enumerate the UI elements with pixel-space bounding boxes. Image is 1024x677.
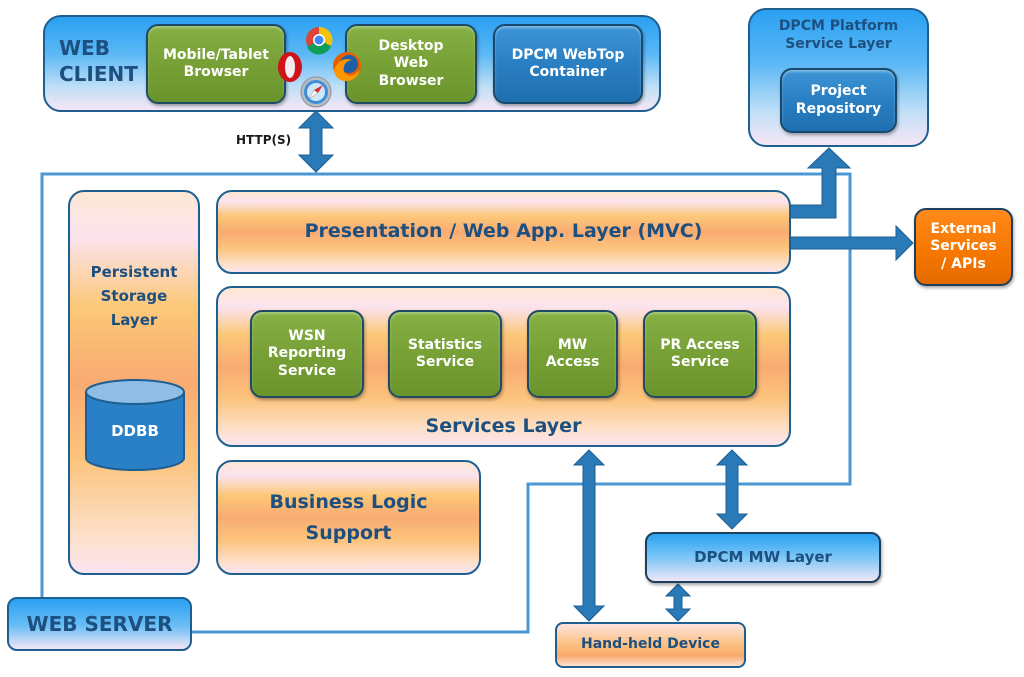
service-wsn-reporting[interactable]: WSN Reporting Service (250, 310, 364, 398)
webtop-container-box[interactable]: DPCM WebTop Container (493, 24, 643, 104)
services-mw-arrow (715, 449, 749, 530)
database-label: DDBB (111, 422, 159, 440)
http-arrow (297, 110, 335, 173)
desktop-browser-box[interactable]: Desktop Web Browser (345, 24, 477, 104)
external-services-box[interactable]: External Services / APIs (914, 208, 1013, 286)
browser-icons (278, 26, 361, 108)
persistent-storage-title: Persistent Storage Layer (90, 263, 178, 329)
database-icon (85, 379, 185, 471)
web-client-title: WEB CLIENT (59, 36, 138, 86)
project-repository-box[interactable]: Project Repository (780, 68, 897, 133)
mw-layer-box[interactable]: DPCM MW Layer (645, 532, 881, 583)
mobile-browser-box[interactable]: Mobile/Tablet Browser (146, 24, 286, 104)
presentation-layer[interactable]: Presentation / Web App. Layer (MVC) (216, 190, 791, 274)
web-server-boundary (40, 172, 852, 634)
arrow-to-project-repository (789, 147, 852, 219)
opera-icon (278, 52, 302, 82)
service-mw-access[interactable]: MW Access (527, 310, 618, 398)
firefox-icon (333, 52, 361, 82)
http-label: HTTP(S) (236, 133, 292, 147)
platform-title: DPCM Platform Service Layer (778, 18, 899, 52)
service-pr-access[interactable]: PR Access Service (643, 310, 757, 398)
mw-handheld-arrow (664, 583, 692, 622)
web-server-box[interactable]: WEB SERVER (7, 597, 192, 651)
services-layer-title: Services Layer (425, 415, 582, 437)
handheld-device-box[interactable]: Hand-held Device (555, 622, 746, 668)
service-statistics[interactable]: Statistics Service (388, 310, 502, 398)
arrow-to-external-services (789, 224, 914, 262)
business-logic-support[interactable]: Business Logic Support (216, 460, 481, 575)
services-handheld-arrow (572, 449, 606, 622)
safari-icon (300, 76, 332, 108)
chrome-icon (306, 26, 333, 55)
